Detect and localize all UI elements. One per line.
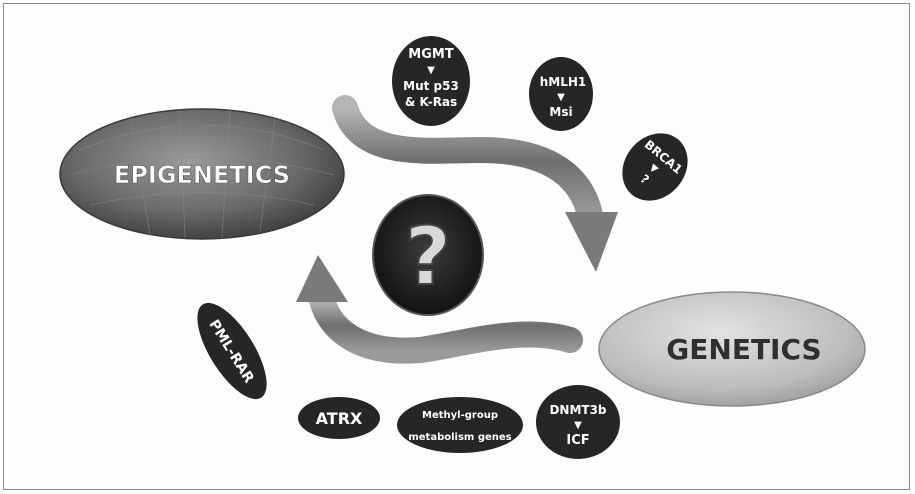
question-mark-circle: ? (373, 195, 483, 315)
methyl-line-1: Methyl-group (422, 410, 498, 421)
genetics-label: GENETICS (666, 333, 821, 366)
genetics-ellipse: GENETICS (599, 292, 865, 406)
arrow-down-icon: ▼ (574, 420, 582, 431)
epigenetics-label: EPIGENETICS (114, 161, 290, 189)
hmlh1-node: hMLH1 ▼ Msi (529, 57, 593, 131)
atrx-label: ATRX (316, 409, 363, 428)
arrow-down-icon: ▼ (427, 65, 435, 76)
mgmt-target-1: Mut p53 (403, 79, 459, 93)
dnmt3b-node: DNMT3b ▼ ICF (536, 385, 620, 459)
mgmt-label: MGMT (408, 47, 454, 62)
mgmt-target-2: & K-Ras (405, 95, 457, 109)
mgmt-node: MGMT ▼ Mut p53 & K-Ras (392, 36, 470, 126)
question-mark: ? (405, 210, 451, 303)
dnmt3b-label: DNMT3b (549, 403, 606, 417)
pml-rar-node: PML-RAR (184, 293, 280, 410)
hmlh1-label: hMLH1 (540, 75, 587, 89)
epigenetics-ellipse: EPIGENETICS (60, 109, 344, 239)
brca1-node: BRCA1 ▼ ? (609, 120, 701, 214)
methyl-line-2: metabolism genes (408, 432, 511, 443)
arrow-down-icon: ▼ (557, 92, 565, 103)
atrx-node: ATRX (298, 397, 380, 439)
dnmt3b-target: ICF (566, 433, 589, 448)
methyl-group-node: Methyl-group metabolism genes (397, 397, 523, 453)
hmlh1-target: Msi (549, 105, 572, 119)
